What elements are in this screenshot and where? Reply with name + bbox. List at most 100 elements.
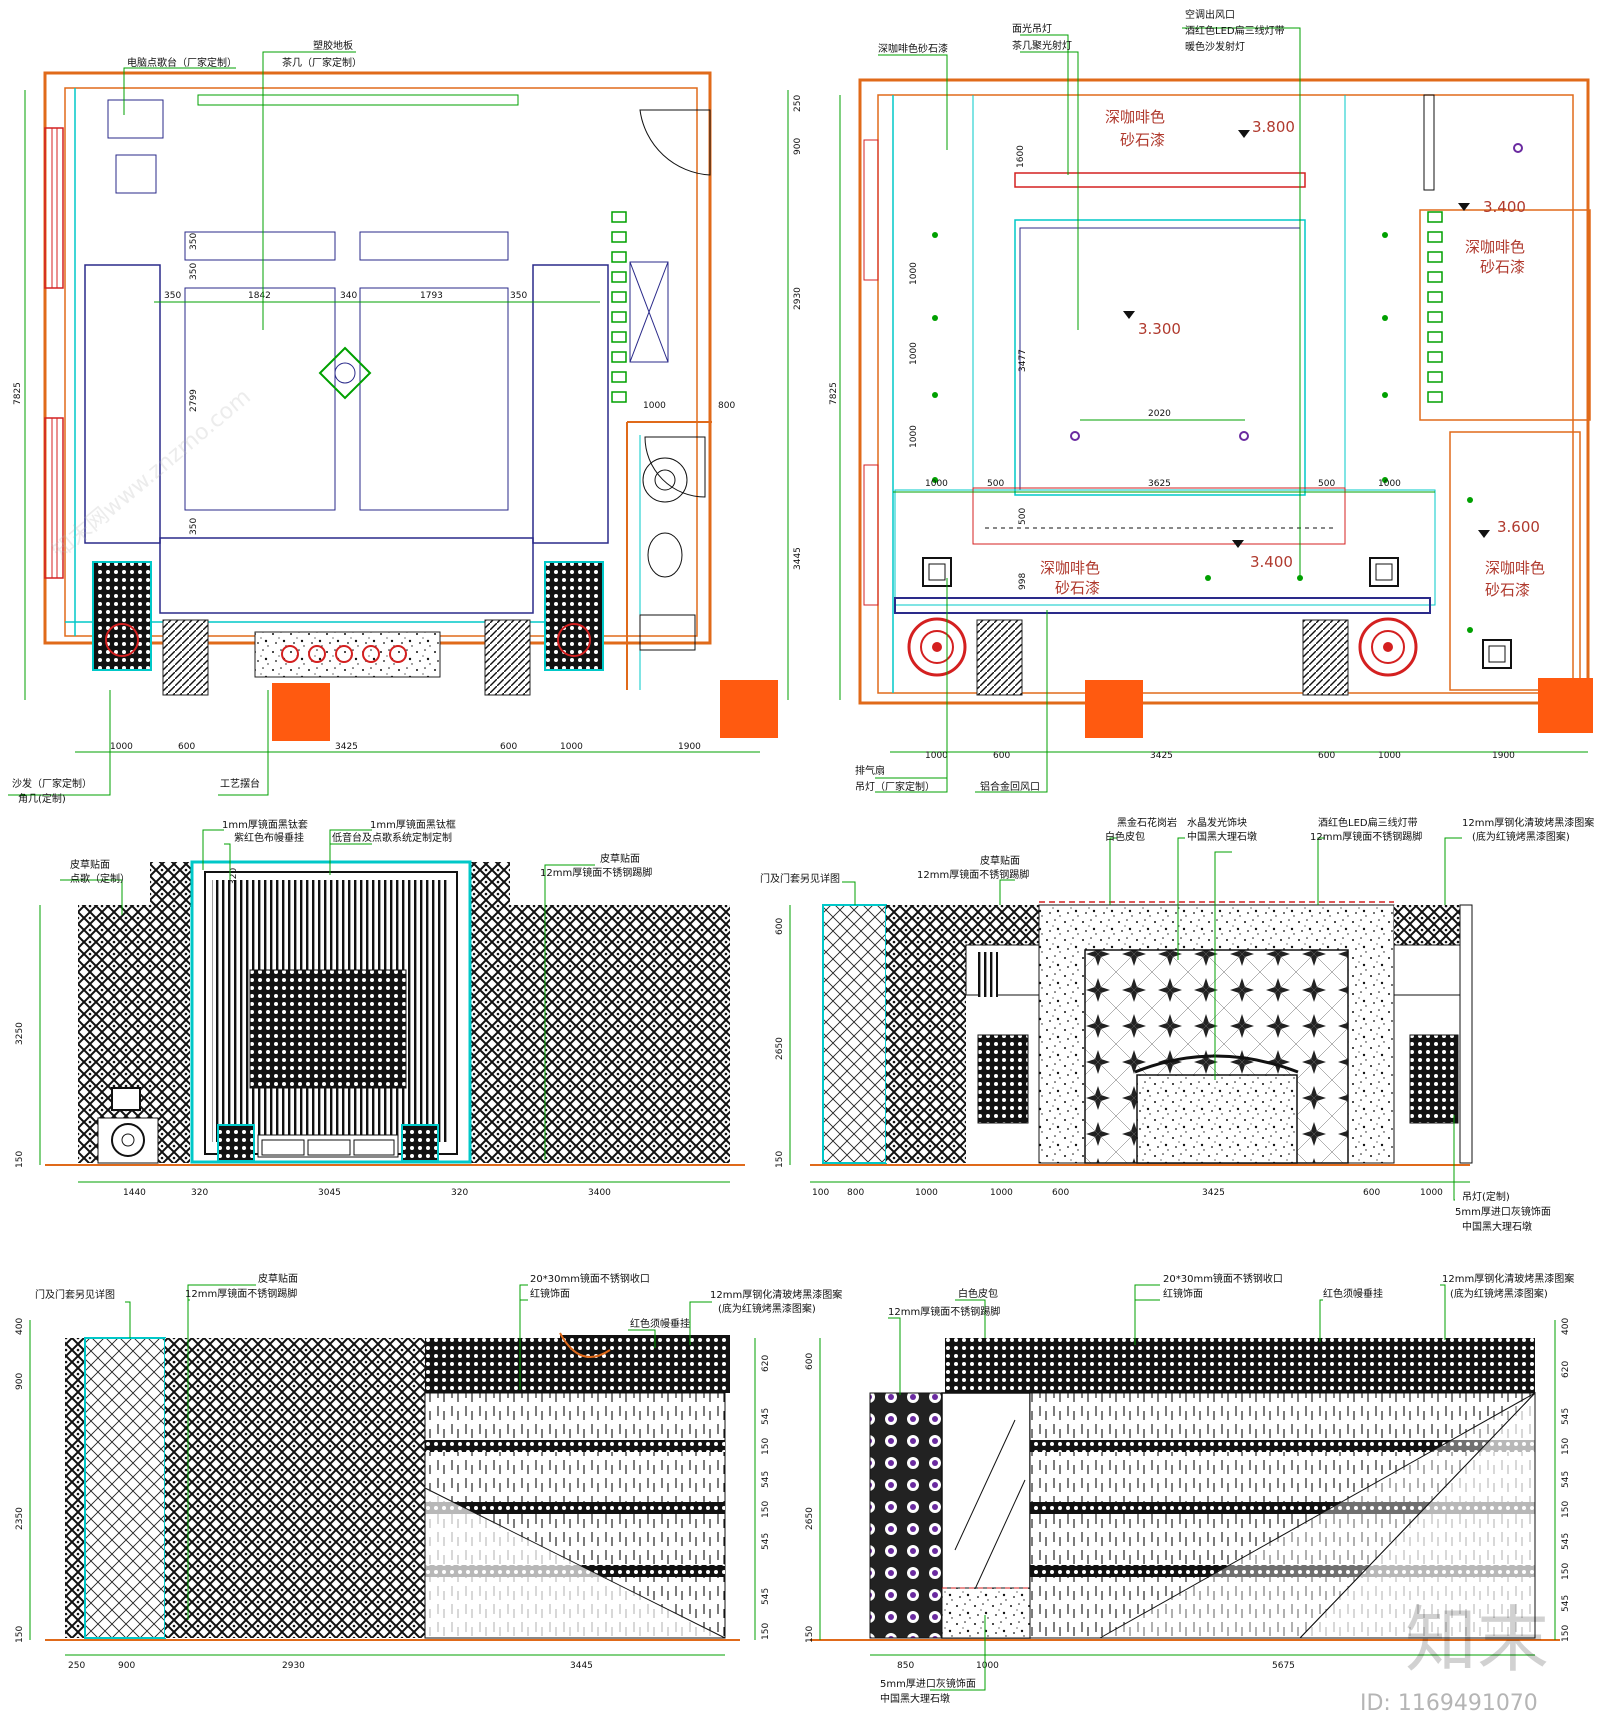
elevation-c: 400 900 2350 150 250 900 2930 3445 620 5… xyxy=(15,1272,842,1671)
plan-dim-bottom-6: 1900 xyxy=(678,742,701,752)
plan-dim-table-2: 1842 xyxy=(248,291,271,301)
elev-d-dim-right-2: 620 xyxy=(1561,1361,1571,1378)
ceiling-plan: 7825 1000 600 3425 600 1000 1900 1000 50… xyxy=(829,8,1593,793)
plan-outer-wall xyxy=(43,71,712,645)
label-chandelier: 吊灯（厂家定制） xyxy=(855,780,935,793)
elev-a-label-skirting: 12mm厚镜面不锈钢踢脚 xyxy=(540,866,652,879)
label-return-vent: 铝合金回风口 xyxy=(980,780,1040,793)
elev-a-dim-left-1: 3250 xyxy=(15,1022,25,1045)
elev-b-label-leather: 皮草贴面 xyxy=(980,854,1020,867)
elev-b-dim-left-2: 2650 xyxy=(775,1037,785,1060)
plan-dim-table-3: 340 xyxy=(340,291,357,301)
ceiling-material-1-b: 砂石漆 xyxy=(1120,131,1165,149)
ceiling-material-4-a: 深咖啡色 xyxy=(1485,559,1545,577)
elev-d-dim-bottom-2: 1000 xyxy=(976,1661,999,1671)
ceiling-dim-inner-3: 3625 xyxy=(1148,479,1171,489)
elev-d-label-red-mirror: 红镜饰面 xyxy=(1163,1287,1203,1300)
sofa-right xyxy=(532,264,609,544)
label-paint-top: 深咖啡色砂石漆 xyxy=(878,42,948,55)
plan-dim-right-2: 900 xyxy=(793,138,803,155)
elev-d-dim-right-5: 545 xyxy=(1561,1471,1571,1488)
elev-d-dim-right-7: 545 xyxy=(1561,1533,1571,1550)
elev-b-dim-bottom-8: 1000 xyxy=(1420,1188,1443,1198)
plan-dim-bottom-4: 600 xyxy=(500,742,517,752)
elev-b-label-led-strip: 酒红色LED扁三线灯带 xyxy=(1318,816,1418,829)
elev-d-label-steel-trim: 20*30mm镜面不锈钢收口 xyxy=(1163,1272,1283,1285)
elev-b-dim-left-3: 150 xyxy=(775,1151,785,1168)
elev-b-label-granite: 黑金石花岗岩 xyxy=(1117,816,1177,829)
elev-d-label-white-leather: 白色皮包 xyxy=(958,1287,998,1300)
elev-d-label-curtain: 红色须幔垂挂 xyxy=(1323,1287,1383,1300)
elev-c-label-glass-pattern: 12mm厚钢化清玻烤黑漆图案 xyxy=(710,1288,842,1301)
elev-c-label-red-mirror: 红镜饰面 xyxy=(530,1287,570,1300)
plan-dim-bottom-2: 600 xyxy=(178,742,195,752)
elev-c-door xyxy=(84,1337,166,1639)
ceiling-dim-left-3: 1000 xyxy=(909,425,919,448)
elev-a-label-av-cabinet: 低音台及点歌系统定制定制 xyxy=(332,831,452,844)
label-led-strip: 酒红色LED扁三线灯带 xyxy=(1185,24,1285,37)
chandelier-left xyxy=(907,617,967,677)
elev-c-dim-right-8: 150 xyxy=(761,1623,771,1640)
elev-d-label-glass-pattern: 12mm厚钢化清玻烤黑漆图案 xyxy=(1442,1272,1574,1285)
tea-table-left xyxy=(184,287,336,511)
karaoke-desk xyxy=(107,99,164,139)
elev-b-dim-left-1: 600 xyxy=(775,918,785,935)
elev-b-door xyxy=(822,904,887,1164)
elev-c-dim-left-4: 150 xyxy=(15,1626,25,1643)
elevation-d: 600 2650 150 850 1000 5675 400 620 545 1… xyxy=(805,1272,1574,1705)
elev-b-dim-bottom-6: 3425 xyxy=(1202,1188,1225,1198)
label-plastic-floor: 塑胶地板 xyxy=(313,39,353,52)
elev-c-dim-right-7: 545 xyxy=(761,1588,771,1605)
elev-d-dim-bottom-1: 850 xyxy=(897,1661,914,1671)
elev-b-dim-bottom-2: 800 xyxy=(847,1188,864,1198)
label-exhaust: 排气扇 xyxy=(855,764,885,777)
elev-c-label-steel-trim: 20*30mm镜面不锈钢收口 xyxy=(530,1272,650,1285)
ceiling-dim-inner-1: 1000 xyxy=(925,479,948,489)
elev-c-dim-bottom-4: 3445 xyxy=(570,1661,593,1671)
ceiling-dim-inner-4: 500 xyxy=(1318,479,1335,489)
elev-a-dim-left-2: 150 xyxy=(15,1151,25,1168)
elev-a-label-mirror-frame-2: 1mm厚镜面黑钛框 xyxy=(370,818,456,831)
plan-dim-bottom-5: 1000 xyxy=(560,742,583,752)
ceiling-dim-misc-2: 3477 xyxy=(1018,349,1028,372)
elev-d-label-grey-mirror: 5mm厚进口灰镜饰面 xyxy=(880,1677,976,1690)
ceiling-dim-bottom-6: 1900 xyxy=(1492,751,1515,761)
ceiling-dim-bottom-1: 1000 xyxy=(925,751,948,761)
plan-dim-bottom-3: 3425 xyxy=(335,742,358,752)
elev-b-label-skirting-2: 12mm厚镜面不锈钢踢脚 xyxy=(1310,830,1422,843)
label-downlight: 面光吊灯 xyxy=(1012,22,1052,35)
elev-c-dim-right-5: 150 xyxy=(761,1501,771,1518)
ceiling-dim-left-2: 1000 xyxy=(909,342,919,365)
elev-d-dim-right-4: 150 xyxy=(1561,1438,1571,1455)
ceiling-dim-bottom-3: 3425 xyxy=(1150,751,1173,761)
plan-dim-table-4: 1793 xyxy=(420,291,443,301)
elev-d-label-marble-pier: 中国黑大理石墩 xyxy=(880,1692,950,1705)
plan-dim-right-3: 2930 xyxy=(793,287,803,310)
exhaust-fan xyxy=(922,557,952,587)
elev-d-dim-right-1: 400 xyxy=(1561,1318,1571,1335)
elev-c-dim-left-1: 400 xyxy=(15,1318,25,1335)
ceiling-material-4-b: 砂石漆 xyxy=(1485,581,1530,599)
ceiling-dim-bottom-4: 600 xyxy=(1318,751,1335,761)
elev-c-dim-bottom-2: 900 xyxy=(118,1661,135,1671)
ceiling-center-panel xyxy=(1014,219,1306,496)
elev-a-label-leather-right: 皮草贴面 xyxy=(600,852,640,865)
elev-c-dim-right-2: 545 xyxy=(761,1408,771,1425)
elev-d-dim-right-10: 150 xyxy=(1561,1625,1571,1642)
elev-a-label-leather-left: 皮草贴面 xyxy=(70,858,110,871)
elev-c-dim-bottom-1: 250 xyxy=(68,1661,85,1671)
ceiling-dim-left-1: 1000 xyxy=(909,262,919,285)
elev-b-label-glass-pattern-sub: (底为红镜烤黑漆图案) xyxy=(1472,830,1570,843)
elev-b-label-marble-pier-2: 中国黑大理石墩 xyxy=(1462,1220,1532,1233)
label-spotlight: 茶几聚光射灯 xyxy=(1012,39,1072,52)
elev-c-dim-left-2: 900 xyxy=(15,1373,25,1390)
elev-b-label-door-note: 门及门套另见详图 xyxy=(760,872,840,885)
level-2: 3.400 xyxy=(1250,553,1293,571)
ceiling-dim-bottom-2: 600 xyxy=(993,751,1010,761)
elev-a-label-curtain: 紫红色布幔垂挂 xyxy=(234,831,304,844)
elev-c-label-skirting: 12mm厚镜面不锈钢踢脚 xyxy=(185,1287,297,1300)
plan-dim-right-1: 250 xyxy=(793,95,803,112)
ceiling-outer-wall xyxy=(858,78,1590,705)
chandelier-right xyxy=(1358,617,1418,677)
